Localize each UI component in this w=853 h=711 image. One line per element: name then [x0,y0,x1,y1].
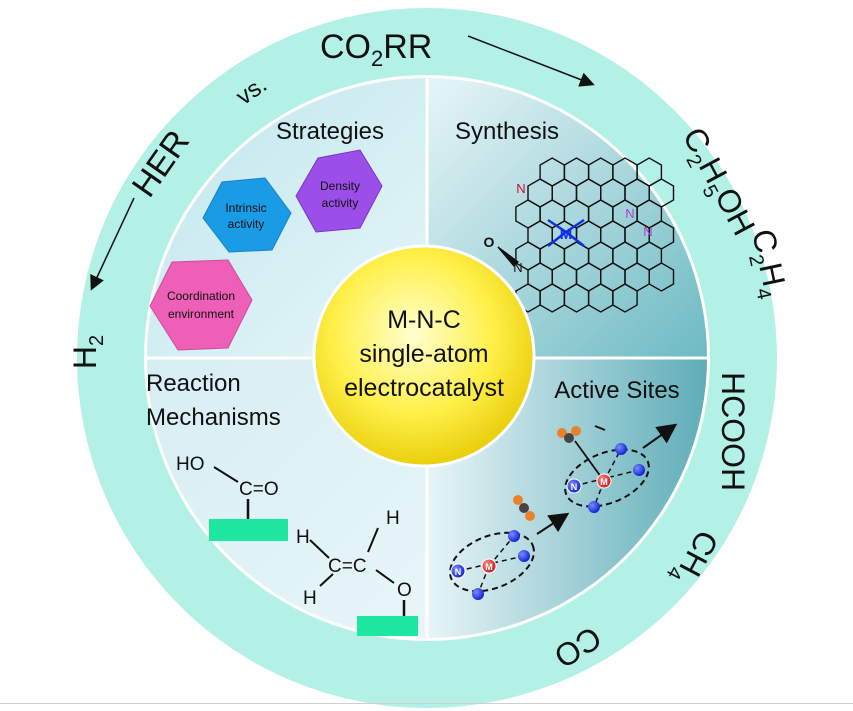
synthesis-labels: M N N N N O [484,181,653,275]
synthesis-title: Synthesis [455,118,559,145]
intrinsic-label-2: activity [228,217,265,231]
synthesis-metal-atom: M [560,226,573,243]
arrow-her-to-h2 [90,197,135,291]
catalyst-pad-2 [357,616,418,636]
mechanisms-title-1: Reaction [146,370,241,397]
right-site-m: M [600,477,608,487]
left-site-m: M [485,562,493,572]
coordination-label-1: Coordination [167,289,235,303]
right-site-n: N [571,482,578,492]
mech-co: C=O [239,479,279,500]
synthesis-oxygen: O [484,234,495,250]
active-site-right: N M [557,425,650,513]
active-site-left: N M [449,530,535,600]
left-site-n: N [455,567,462,577]
lattice-hexagon [648,262,675,292]
mech-o: O [397,580,412,601]
wedge-bond [497,246,520,268]
ring-co2rr: CO2RR [320,28,432,71]
lattice-hexagon [612,283,638,313]
co2-molecule [513,495,535,521]
mech-h-1: H [296,527,310,548]
metal-nitrogen-bond [547,218,567,234]
mech-ho: HO [176,454,205,475]
mech-cc: C=C [328,556,367,577]
coordination-label-2: environment [168,307,235,321]
ring-h2: H2 [67,335,108,369]
density-label-1: Density [320,179,360,193]
center-line-1: M-N-C [387,306,461,334]
ring-formic-acid: HCOOH [715,372,751,491]
carboxyl-intermediate: HO C=O [176,454,288,541]
intrinsic-label-1: Intrinsic [225,201,266,215]
mech-h-3: H [303,588,317,609]
coordination-environment-hexagon: Coordination environment [149,259,253,351]
strategies-title: Strategies [276,118,384,145]
enol-intermediate: H H H C=C O [296,508,418,636]
metal-nitrogen-bond [565,231,585,247]
reaction-arrow-1 [536,512,570,535]
synthesis-nitrogen-2: N [625,206,634,221]
center-line-2: single-atom [359,340,488,368]
mechanisms-title-2: Mechanisms [146,404,281,431]
reaction-arrow-2 [642,423,678,449]
center-line-3: electrocatalyst [344,374,504,402]
intrinsic-activity-hexagon: Intrinsic activity [202,177,292,253]
synthesis-nitrogen-4: N [513,260,522,275]
mech-h-2: H [386,508,400,529]
metal-nitrogen-bond [565,218,585,234]
graphene-lattice [497,157,675,313]
density-label-2: activity [322,196,359,210]
synthesis-nitrogen-3: N [643,224,652,239]
synthesis-nitrogen-1: N [516,181,525,196]
metal-nitrogen-bond [547,231,567,247]
center-circle [312,244,536,468]
catalyst-pad-1 [209,519,288,541]
active-sites-title: Active Sites [554,377,679,404]
arrow-co2rr-to-ethanol [467,35,595,87]
density-activity-hexagon: Density activity [295,149,383,233]
bottom-rule [0,703,853,704]
